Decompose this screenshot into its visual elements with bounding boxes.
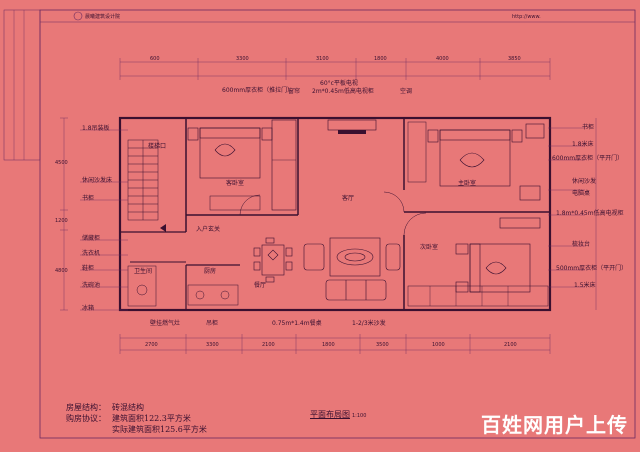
dim-side-1: 4500: [55, 160, 68, 166]
label-right-7: 梳妆台: [572, 241, 591, 248]
dim-top-1: 600: [150, 56, 160, 62]
binding-strip: [3, 9, 41, 161]
room-kitchen: 厨房: [204, 268, 217, 275]
label-right-5: 电脑桌: [572, 190, 591, 197]
bathroom: [127, 265, 157, 307]
label-plasterline: 1.8吊装板: [82, 125, 110, 132]
label-sink: 洗碗池: [82, 282, 101, 289]
label-tv-sub: 2m*0.45m低高电视柜: [312, 88, 374, 95]
dim-bottom-1: 2700: [145, 342, 158, 348]
structure-label: 房屋结构：: [66, 403, 106, 412]
label-right-3: 600mm厚衣柜（平开门）: [552, 155, 624, 162]
label-washer: 洗衣机: [82, 250, 101, 257]
label-stairs: 楼梯口: [148, 143, 167, 150]
label-tv-wall: 60°c平板电视: [320, 80, 358, 87]
label-bottom-3: 0.75m*1.4m餐桌: [272, 320, 322, 327]
sheet-border: [39, 9, 636, 439]
label-sofa-bed: 休闲沙发床: [82, 177, 113, 184]
area-value: 建筑面积122.3平方米: [112, 414, 191, 423]
stairs: [127, 139, 159, 221]
dim-top-6: 3850: [508, 56, 521, 62]
label-storage: 储藏柜: [82, 235, 101, 242]
wardrobe: [271, 119, 297, 211]
label-right-2: 1.8米床: [572, 141, 594, 148]
dim-bottom-5: 3500: [376, 342, 389, 348]
sofa-set: [303, 237, 401, 301]
room-dining: 餐厅: [254, 282, 267, 289]
actual-area-value: 实际建筑面积125.6平方米: [112, 425, 207, 434]
kitchen-counter: [187, 284, 239, 306]
logo-text: 晨曦建筑设计院: [85, 14, 121, 20]
dim-side-2: 1200: [55, 218, 68, 224]
dim-bottom-4: 1800: [322, 342, 335, 348]
drawing-scale: 1:100: [352, 413, 367, 419]
dim-top-2: 3300: [236, 56, 249, 62]
logo-icon: [73, 11, 83, 21]
third-bed: [455, 217, 541, 293]
label-bottom-4: 1-2/3米沙发: [352, 320, 386, 327]
outer-wall: [118, 116, 552, 312]
label-ac: 空调: [400, 88, 413, 95]
dining-table: [253, 237, 293, 283]
label-right-8: 500mm厚衣柜（平开门）: [556, 265, 628, 272]
room-master-bed: 主卧室: [458, 180, 477, 187]
dim-bottom-7: 2100: [504, 342, 517, 348]
room-bath: 卫生间: [134, 268, 153, 275]
area-label: 购房协议：: [66, 414, 106, 423]
label-right-6: 1.8m*0.45m低高电视柜: [556, 210, 624, 217]
dim-bottom-2: 3300: [206, 342, 219, 348]
tv-cabinet: [327, 119, 377, 131]
url-text: http://www.: [512, 14, 541, 20]
room-living: 客厅: [342, 195, 355, 202]
label-bottom-2: 吊柜: [206, 320, 219, 327]
label-curtain: 窗帘: [288, 88, 301, 95]
room-third-bed: 次卧室: [420, 244, 439, 251]
dim-top-3: 3100: [316, 56, 329, 62]
label-fridge: 冰箱: [82, 305, 95, 312]
label-wardrobe-600: 600mm厚衣柜（推拉门）: [222, 87, 294, 94]
dim-bottom-6: 1000: [432, 342, 445, 348]
room-second-bed: 客卧室: [226, 180, 245, 187]
dim-side-3: 4800: [55, 268, 68, 274]
drawing-title: 平面布局图: [310, 410, 350, 419]
dim-top-4: 1800: [374, 56, 387, 62]
label-shoe: 鞋柜: [82, 265, 95, 272]
label-bottom-1: 壁挂燃气灶: [150, 320, 181, 327]
label-right-4: 休闲沙发: [572, 178, 597, 185]
label-right-9: 1.5米床: [574, 282, 596, 289]
second-bed: [187, 127, 273, 179]
dim-top-5: 4000: [436, 56, 449, 62]
watermark: 百姓网用户上传: [481, 413, 628, 437]
dim-bottom-3: 2100: [262, 342, 275, 348]
label-bookcase: 书柜: [82, 195, 95, 202]
master-bed: [427, 123, 545, 201]
label-right-1: 书柜: [582, 124, 595, 131]
room-entrance: 入户玄关: [196, 226, 221, 233]
structure-value: 砖混结构: [112, 403, 144, 412]
